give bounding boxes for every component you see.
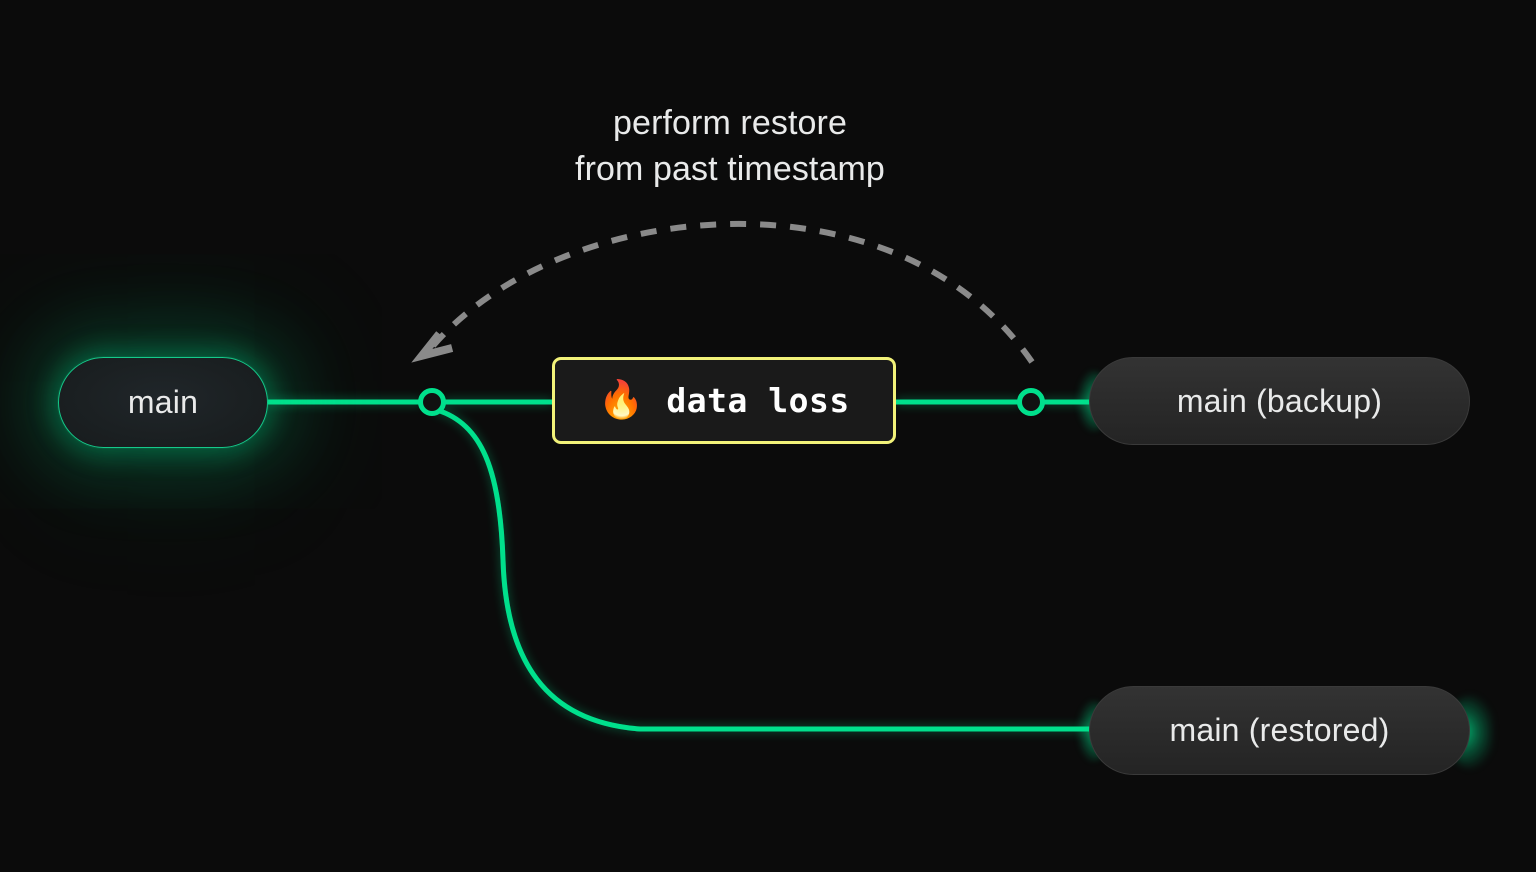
fire-emoji-icon: 🔥: [598, 379, 645, 420]
edge-branchpoint-to-restored: [434, 407, 1095, 732]
data-loss-marker-label: data loss: [666, 381, 850, 420]
restore-arrow-head-icon: [411, 331, 454, 363]
data-loss-marker[interactable]: 🔥 data loss: [552, 357, 896, 444]
edge-glow-group: [268, 399, 1092, 732]
branch-node-restored[interactable]: main (restored): [1089, 686, 1470, 775]
commit-dot-backup-point[interactable]: [1017, 388, 1045, 416]
branch-node-main-label: main: [127, 384, 199, 420]
branch-node-main[interactable]: main: [58, 357, 268, 448]
restore-arrow-arc: [429, 220, 1035, 364]
branch-node-restored-label: main (restored): [1169, 712, 1390, 748]
commit-dot-branch-point[interactable]: [418, 388, 446, 416]
branch-node-backup[interactable]: main (backup): [1089, 357, 1470, 445]
branch-node-backup-label: main (backup): [1176, 382, 1383, 419]
